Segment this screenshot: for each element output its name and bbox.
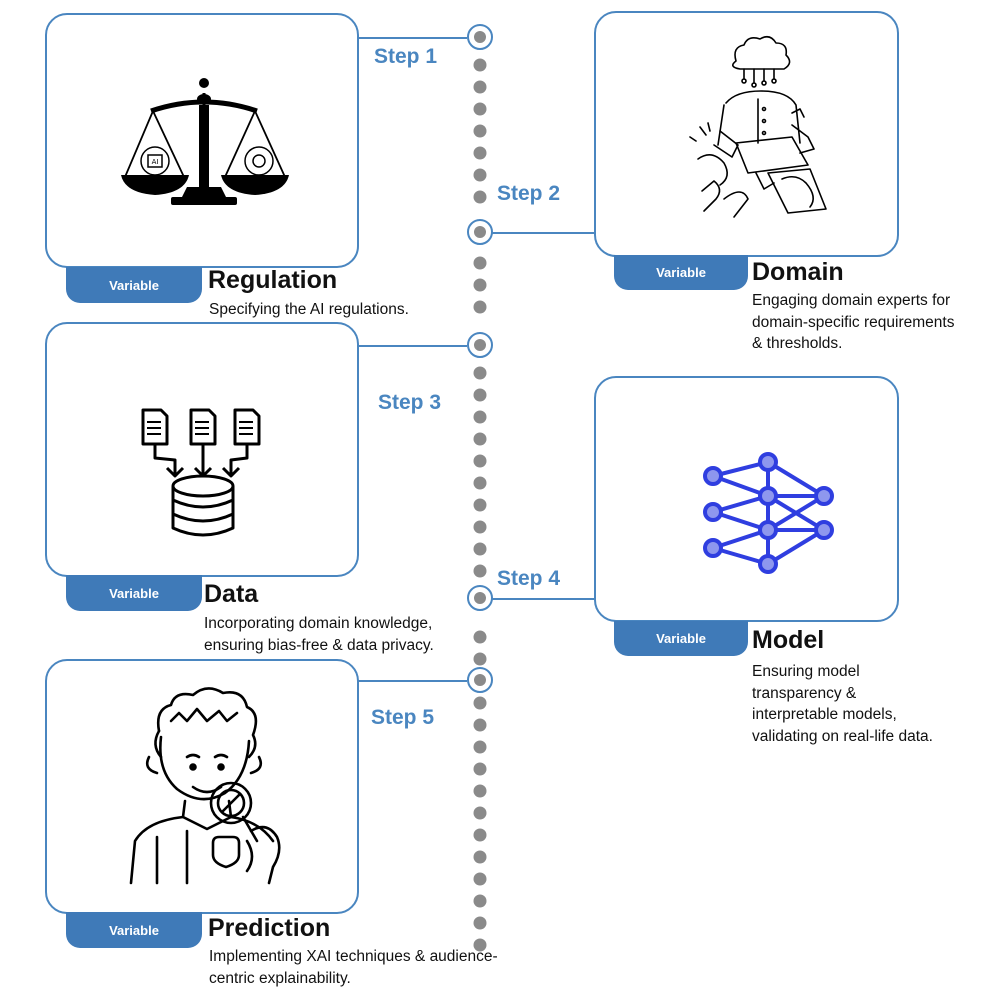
timeline-dot — [473, 542, 487, 556]
timeline-dot — [473, 366, 487, 380]
timeline-dot — [473, 190, 487, 204]
timeline-dot — [473, 58, 487, 72]
card-data — [45, 322, 359, 577]
timeline-dot — [473, 806, 487, 820]
timeline-dot — [473, 256, 487, 270]
connector-step-3 — [357, 345, 467, 347]
connector-step-2 — [492, 232, 596, 234]
timeline-dot — [473, 300, 487, 314]
timeline-node-step-5 — [467, 667, 493, 693]
title-domain: Domain — [752, 258, 844, 286]
timeline-dot — [473, 476, 487, 490]
documents-to-database-icon — [141, 408, 261, 537]
title-regulation: Regulation — [208, 266, 338, 294]
card-domain — [594, 11, 899, 257]
card-prediction — [45, 659, 359, 914]
timeline-dot — [473, 388, 487, 402]
connector-step-1 — [357, 37, 467, 39]
step-label-2: Step 2 — [497, 182, 561, 205]
timeline-dot — [473, 652, 487, 666]
card-model — [594, 376, 899, 622]
timeline-dot — [473, 872, 487, 886]
timeline-dot — [473, 784, 487, 798]
timeline-dot — [473, 696, 487, 710]
timeline-dot — [473, 630, 487, 644]
title-prediction: Prediction — [208, 914, 331, 942]
timeline-node-step-1 — [467, 24, 493, 50]
variable-tag-regulation: Variable — [66, 267, 202, 303]
description-regulation: Specifying the AI regulations. — [209, 301, 409, 318]
timeline-dot — [473, 278, 487, 292]
step-label-3: Step 3 — [378, 391, 442, 414]
timeline-dot — [473, 718, 487, 732]
timeline-dot — [473, 146, 487, 160]
variable-tag-model: Variable — [614, 621, 748, 656]
timeline-dot — [473, 850, 487, 864]
timeline-node-step-3 — [467, 332, 493, 358]
timeline-dot — [473, 498, 487, 512]
description-model: Ensuring model transparency & interpreta… — [752, 663, 933, 745]
description-data: Incorporating domain knowledge, ensuring… — [204, 615, 434, 654]
timeline-node-step-4 — [467, 585, 493, 611]
timeline-dot — [473, 938, 487, 952]
timeline-dot — [473, 828, 487, 842]
description-domain: Engaging domain experts for domain-speci… — [752, 292, 955, 352]
timeline-dot — [473, 762, 487, 776]
variable-tag-prediction: Variable — [66, 912, 202, 948]
timeline-dot — [473, 168, 487, 182]
variable-tag-data: Variable — [66, 575, 202, 611]
timeline-dot — [473, 80, 487, 94]
timeline-dot — [473, 410, 487, 424]
domain-experts-collaboration-icon — [689, 35, 827, 218]
scales-of-justice-icon: AI — [121, 78, 289, 205]
timeline-dot — [473, 454, 487, 468]
neural-network-icon — [703, 452, 834, 574]
timeline-dot — [473, 124, 487, 138]
timeline-dot — [473, 102, 487, 116]
step-label-1: Step 1 — [374, 45, 438, 68]
timeline-dot — [473, 916, 487, 930]
description-prediction: Implementing XAI techniques & audience-c… — [209, 948, 498, 987]
step-label-4: Step 4 — [497, 567, 561, 590]
timeline-dot — [473, 564, 487, 578]
step-label-5: Step 5 — [371, 706, 435, 729]
timeline-node-step-2 — [467, 219, 493, 245]
person-with-magnifier-icon — [129, 687, 281, 885]
timeline-dot — [473, 740, 487, 754]
title-model: Model — [752, 626, 825, 654]
title-data: Data — [204, 580, 259, 608]
connector-step-5 — [357, 680, 467, 682]
card-regulation: AI — [45, 13, 359, 268]
timeline-dot — [473, 432, 487, 446]
variable-tag-domain: Variable — [614, 255, 748, 290]
timeline-dot — [473, 520, 487, 534]
svg-text:AI: AI — [152, 158, 159, 166]
connector-step-4 — [492, 598, 596, 600]
timeline-dot — [473, 894, 487, 908]
